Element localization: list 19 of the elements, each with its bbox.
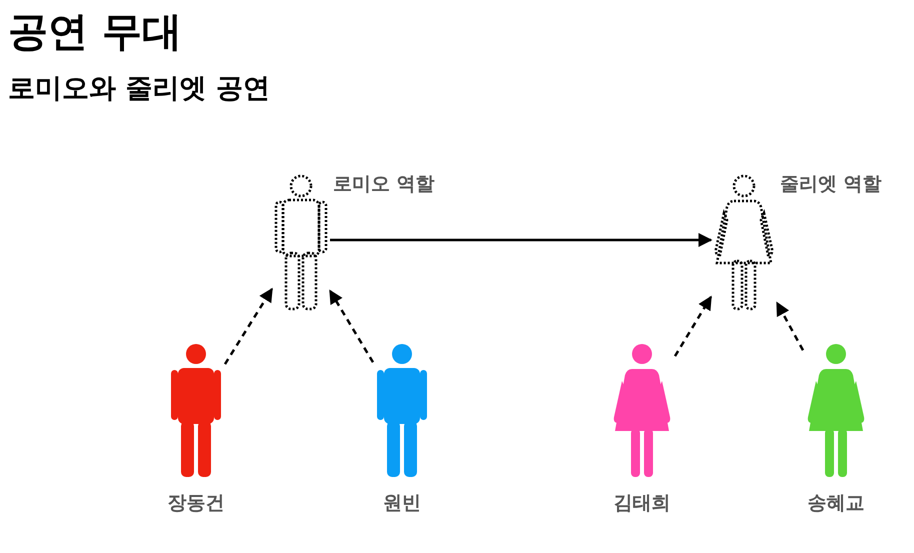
arrow [330, 233, 712, 247]
arrow [328, 290, 374, 363]
actor-figure [376, 343, 428, 478]
subtitle: 로미오와 줄리엣 공연 [8, 72, 270, 106]
role-label: 줄리엣 역할 [780, 172, 882, 197]
name-label: 김태희 [614, 491, 670, 516]
name-label: 송혜교 [808, 491, 864, 516]
actor-figure [170, 343, 222, 478]
name-label: 원빈 [383, 491, 421, 516]
title: 공연 무대 [8, 8, 182, 57]
actor-figure [612, 343, 672, 478]
actor-figure [806, 343, 866, 478]
role-figure [714, 175, 774, 310]
arrow [674, 296, 712, 357]
arrow [224, 288, 274, 365]
role-label: 로미오 역할 [333, 172, 435, 197]
arrow [776, 302, 804, 351]
name-label: 장동건 [168, 491, 224, 516]
role-figure [275, 175, 327, 310]
